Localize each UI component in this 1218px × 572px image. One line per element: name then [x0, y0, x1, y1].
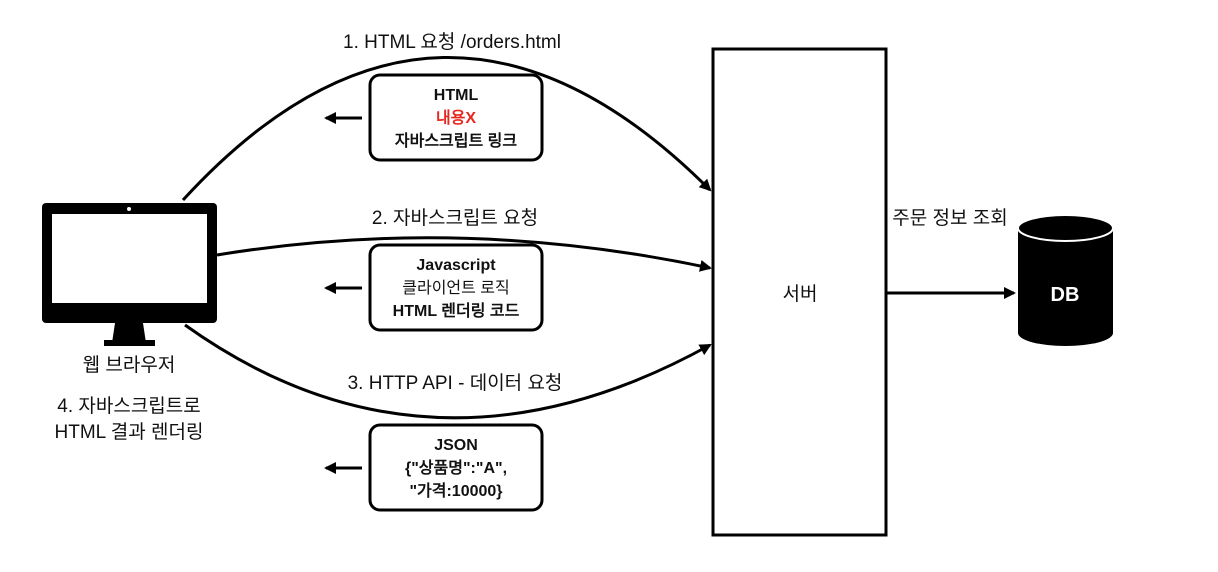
step3-label: 3. HTTP API - 데이터 요청: [348, 372, 563, 394]
response-js-line1: Javascript: [416, 257, 496, 274]
server-box: [711, 47, 888, 537]
db-query-label: 주문 정보 조회: [892, 207, 1007, 229]
response-js-line3: HTML 렌더링 코드: [393, 301, 520, 320]
browser-label: 웹 브라우저: [83, 354, 176, 376]
step1-label: 1. HTML 요청 /orders.html: [343, 31, 561, 53]
database-icon: [1017, 214, 1114, 346]
step4-label-line2: HTML 결과 렌더링: [55, 421, 204, 443]
browser-monitor-icon: [42, 203, 217, 346]
response-json-line1: JSON: [434, 437, 478, 454]
step2-label: 2. 자바스크립트 요청: [372, 207, 538, 229]
response-html-line3: 자바스크립트 링크: [395, 131, 517, 150]
step4-label-line1: 4. 자바스크립트로: [57, 395, 201, 417]
request-arrow-api: [184, 323, 712, 420]
response-html-line2: 내용X: [436, 109, 476, 127]
response-html-box: HTML 내용X 자바스크립트 링크: [368, 73, 544, 162]
response-js-box: Javascript 클라이언트 로직 HTML 렌더링 코드: [368, 243, 544, 332]
response-html-line1: HTML: [434, 87, 479, 104]
db-label: DB: [1051, 284, 1080, 306]
response-json-line3: "가격:10000}: [409, 482, 502, 500]
request-arrow-html: [181, 56, 712, 202]
response-json-box: JSON {"상품명":"A", "가격:10000}: [368, 423, 544, 512]
server-label: 서버: [783, 283, 818, 305]
response-json-line2: {"상품명":"A",: [405, 459, 507, 477]
request-arrow-js: [216, 236, 712, 272]
response-js-line2: 클라이언트 로직: [402, 279, 510, 297]
